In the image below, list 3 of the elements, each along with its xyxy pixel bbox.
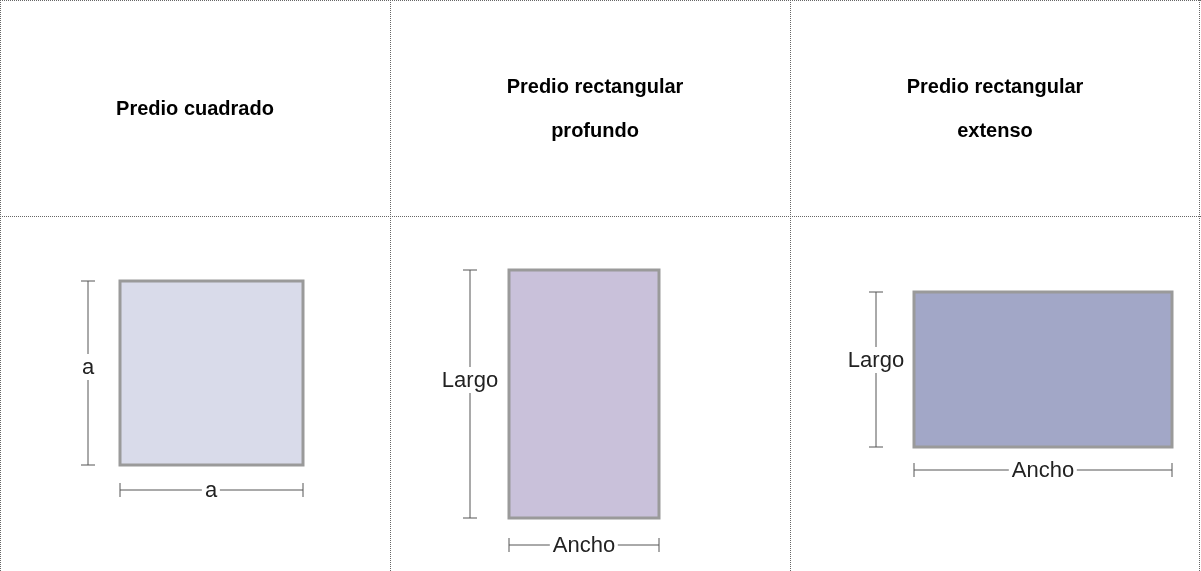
column-header: Predio cuadrado [115, 96, 275, 121]
column-header: Predio rectangular extenso [905, 74, 1085, 143]
column-header: Predio rectangular profundo [505, 74, 685, 143]
